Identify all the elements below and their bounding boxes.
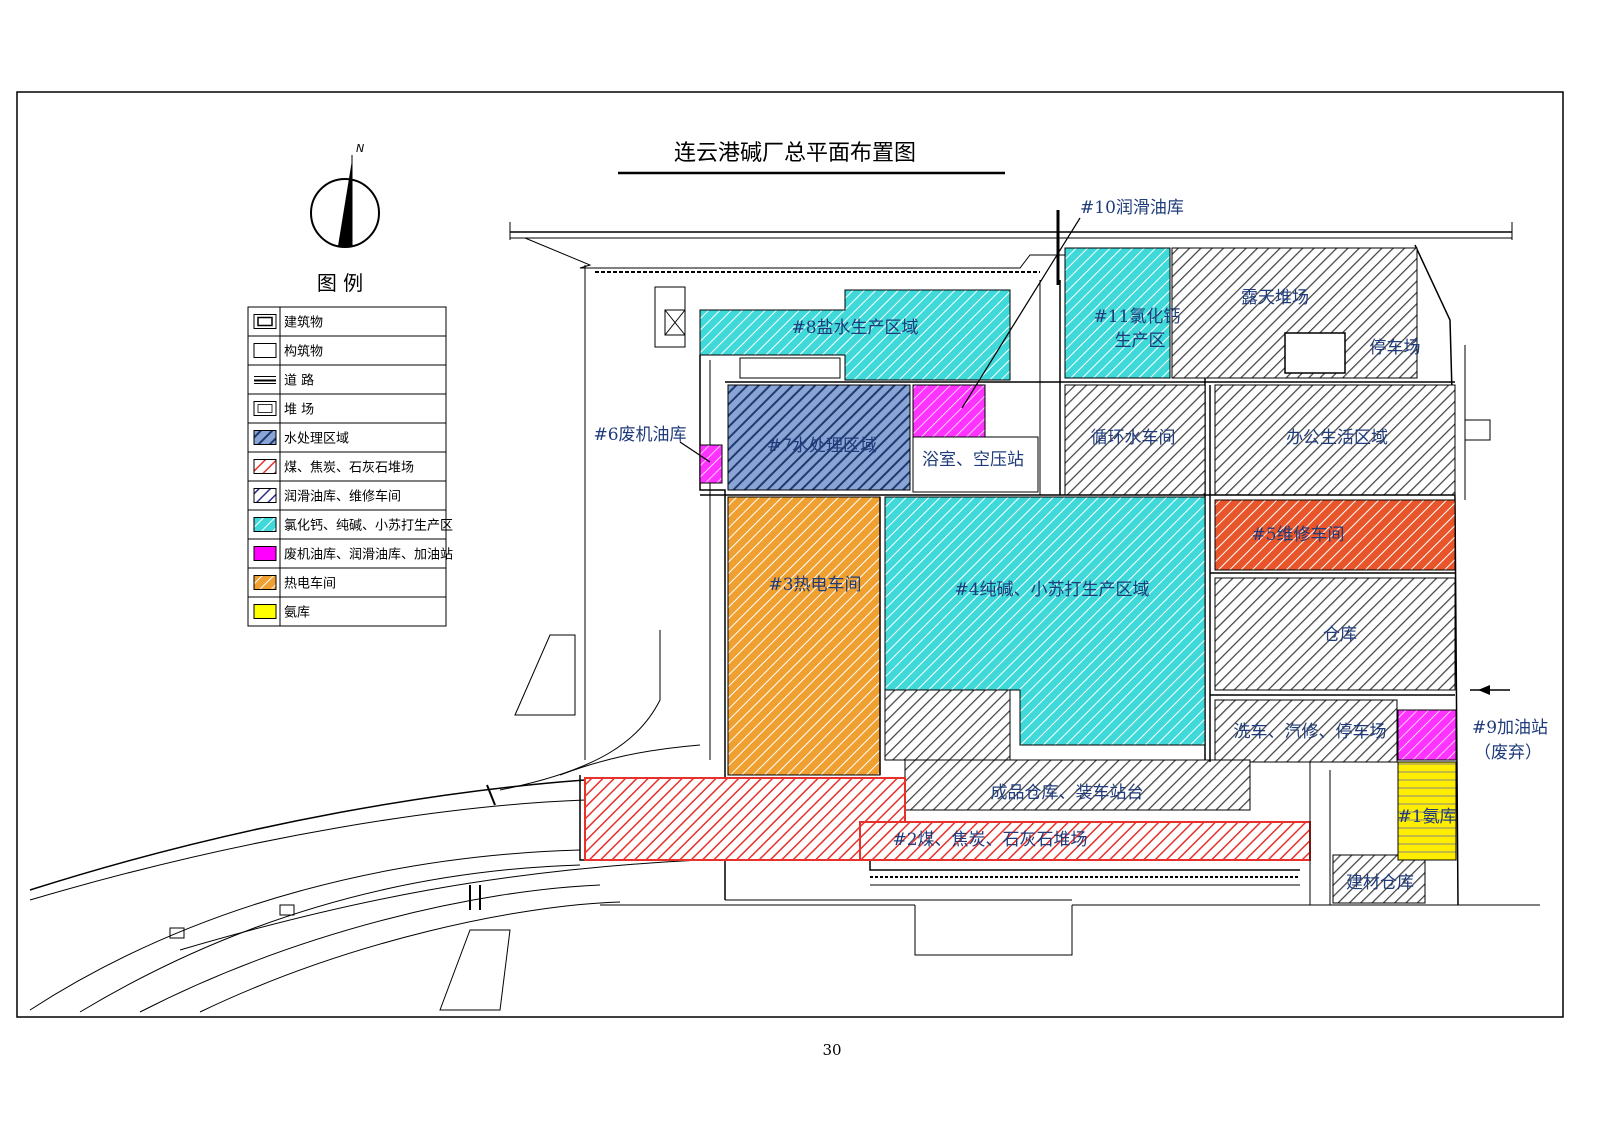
label-zone-2: #2煤、焦炭、石灰石堆场	[892, 830, 1087, 850]
label-materials-warehouse: 建材仓库	[1346, 873, 1414, 893]
legend-label-9: 热电车间	[284, 576, 336, 592]
legend-swatch-8	[253, 546, 277, 561]
label-open-yard: 露天堆场	[1241, 288, 1309, 308]
label-zone-4: #4纯碱、小苏打生产区域	[954, 580, 1149, 600]
legend-swatch-4	[253, 430, 277, 445]
legend-swatch-3	[253, 401, 277, 416]
zone-warehouse	[1214, 577, 1456, 691]
legend-label-10: 氨库	[284, 605, 310, 621]
zone-7-water-treatment	[727, 384, 911, 491]
page-number: 30	[822, 1041, 841, 1059]
legend-label-0: 建筑物	[284, 315, 323, 331]
zone-product-warehouse	[904, 759, 1251, 811]
site-plan	[29, 210, 1540, 1013]
drawing-frame	[16, 91, 1564, 1018]
label-zone-11b: 生产区	[1115, 331, 1166, 351]
legend-swatch-2	[254, 372, 276, 387]
legend-swatch-5	[253, 459, 277, 474]
zone-11-calcium-chloride	[1064, 247, 1171, 379]
legend-label-2: 道 路	[284, 373, 314, 389]
label-zone-9b: （废弃）	[1474, 743, 1542, 763]
label-zone-7: #7水处理区域	[767, 436, 877, 456]
legend-swatch-7	[253, 517, 277, 532]
legend-label-1: 构筑物	[284, 344, 323, 360]
zone-labels: #8盐水生产区域 #10润滑油库 #11氯化钙 生产区 露天堆场 停车场 #6废…	[593, 198, 1548, 893]
zone-10-lube-oil	[912, 384, 986, 438]
zone-bath-air	[912, 436, 1039, 493]
zone-4-soda	[884, 496, 1206, 746]
label-zone-11a: #11氯化钙	[1094, 307, 1181, 327]
legend-label-6: 润滑油库、维修车间	[284, 489, 401, 505]
legend-label-8: 废机油库、润滑油库、加油站	[284, 547, 453, 563]
leader-line-10	[961, 217, 1081, 409]
legend-heading: 图 例	[317, 271, 363, 295]
zone-5-maintenance	[1214, 499, 1456, 571]
zone-9-fuel-station	[1397, 709, 1457, 761]
zone-1-ammonia	[1397, 761, 1457, 861]
label-parking-1: 停车场	[1370, 338, 1421, 358]
legend-swatch-1	[253, 343, 277, 358]
label-zone-8: #8盐水生产区域	[791, 318, 918, 338]
label-bath-air: 浴室、空压站	[922, 450, 1024, 470]
zone-building-a	[884, 689, 1011, 761]
plan-title: 连云港碱厂总平面布置图	[674, 141, 916, 166]
legend-label-4: 水处理区域	[284, 432, 349, 447]
zone-2-coal-west	[584, 777, 906, 861]
label-zone-6: #6废机油库	[593, 425, 686, 445]
label-zone-1: #1氨库	[1397, 807, 1456, 827]
north-label: N	[356, 142, 364, 155]
label-zone-3: #3热电车间	[768, 575, 861, 595]
label-office: 办公生活区域	[1286, 428, 1388, 448]
label-warehouse: 仓库	[1323, 625, 1357, 645]
legend-swatch-9	[253, 575, 277, 590]
zone-office	[1214, 384, 1456, 496]
legend-label-3: 堆 场	[284, 403, 314, 418]
label-zone-10: #10润滑油库	[1080, 198, 1184, 218]
label-zone-5: #5维修车间	[1251, 525, 1344, 545]
yard-structure	[1284, 332, 1346, 374]
label-cooling-water: 循环水车间	[1091, 428, 1176, 448]
zone-3-thermal-power	[727, 496, 881, 776]
label-zone-9a: #9加油站	[1472, 718, 1548, 738]
north-compass-icon: N	[310, 142, 380, 248]
legend-swatch-0	[253, 314, 277, 329]
legend-swatch-10	[253, 604, 277, 619]
label-product-warehouse: 成品仓库、装车站台	[991, 783, 1144, 803]
zone-materials-warehouse	[1332, 854, 1426, 904]
zone-8-brine	[699, 289, 1011, 381]
legend-label-5: 煤、焦炭、石灰石堆场	[284, 461, 414, 476]
label-car-wash: 洗车、汽修、停车场	[1234, 722, 1387, 742]
leader-line-6	[679, 441, 711, 463]
zone-car-wash	[1214, 699, 1398, 763]
zone-6-waste-oil	[699, 444, 723, 484]
legend-swatch-6	[253, 488, 277, 503]
zone-cooling-water	[1064, 384, 1206, 496]
legend-label-7: 氯化钙、纯碱、小苏打生产区	[284, 518, 453, 534]
